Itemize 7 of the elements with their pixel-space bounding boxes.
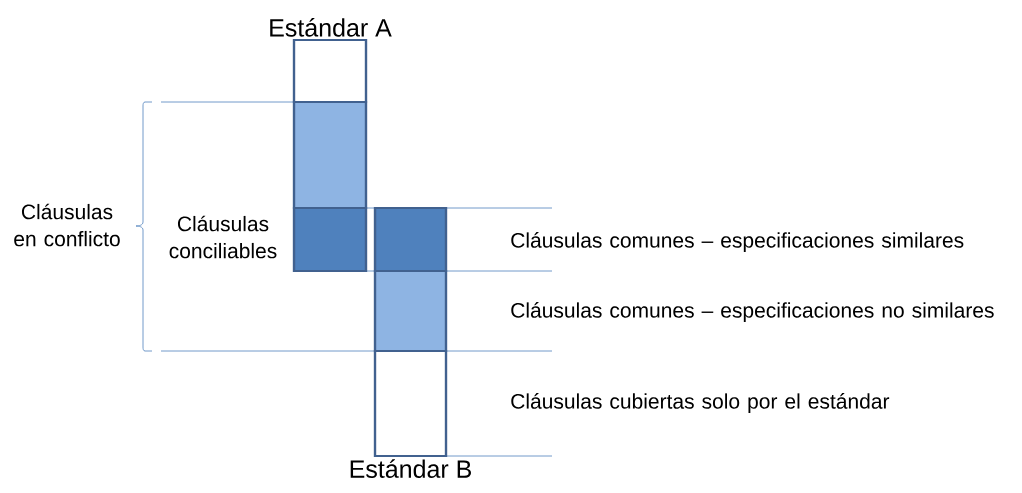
column: Estándar B bbox=[350, 206, 471, 478]
annotation-text: Cláusulas comunes – especificaciones no similares bbox=[511, 302, 994, 322]
annotation-text: Cláusulas cubiertas solo por el estándar bbox=[511, 393, 890, 413]
annotation-text: Cláusulas en conflicto bbox=[14, 203, 120, 247]
node-label: Estándar B bbox=[350, 459, 471, 478]
annotation-text: Cláusulas comunes – especificaciones similares bbox=[511, 232, 964, 252]
node-label: Estándar A bbox=[270, 18, 392, 37]
